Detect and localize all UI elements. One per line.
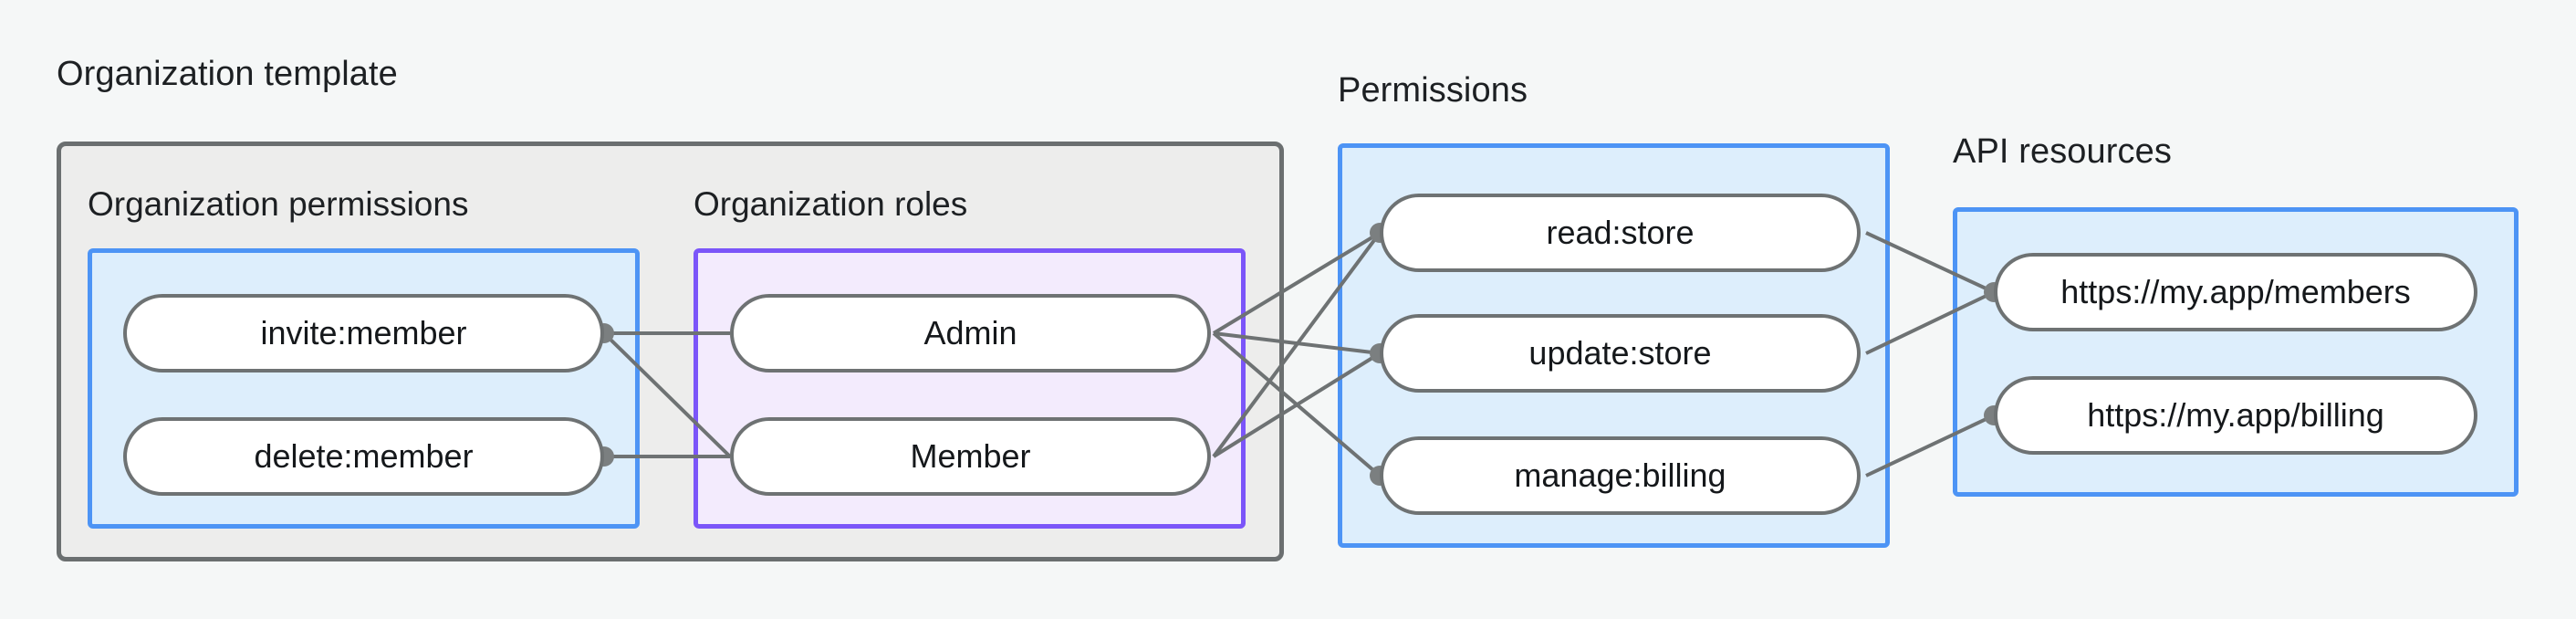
node-member[interactable]: Member xyxy=(730,417,1211,496)
node-read-store[interactable]: read:store xyxy=(1380,194,1861,272)
node-api-members[interactable]: https://my.app/members xyxy=(1994,253,2477,331)
group-label-api-resources: API resources xyxy=(1953,132,2172,171)
subgroup-label-organization-permissions: Organization permissions xyxy=(88,185,469,223)
node-admin[interactable]: Admin xyxy=(730,294,1211,372)
subgroup-label-organization-roles: Organization roles xyxy=(694,185,968,223)
group-label-permissions: Permissions xyxy=(1338,71,1528,110)
node-invite-member[interactable]: invite:member xyxy=(123,294,604,372)
node-update-store[interactable]: update:store xyxy=(1380,314,1861,393)
node-manage-billing[interactable]: manage:billing xyxy=(1380,436,1861,515)
node-api-billing[interactable]: https://my.app/billing xyxy=(1994,376,2477,455)
group-label-organization-template: Organization template xyxy=(57,55,398,93)
node-delete-member[interactable]: delete:member xyxy=(123,417,604,496)
